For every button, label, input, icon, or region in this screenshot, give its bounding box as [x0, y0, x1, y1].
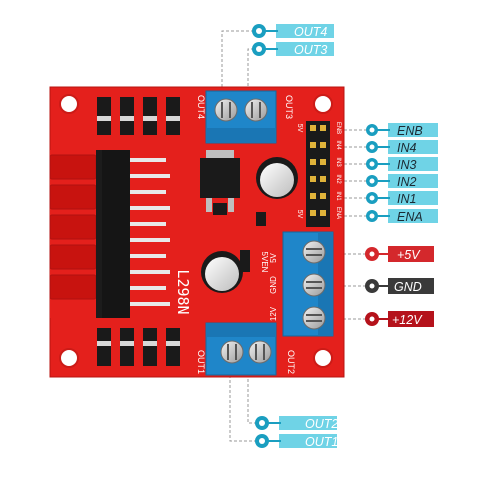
pin-label-in3: IN3: [397, 158, 417, 172]
mounting-holes: [59, 94, 333, 368]
pin-label-plus12v: +12V: [392, 313, 423, 327]
silk-in1: IN1: [335, 191, 341, 201]
pin-label-enb: ENB: [397, 124, 423, 138]
pin-label-in2: IN2: [397, 175, 417, 189]
pin-tag-in2: IN2: [366, 174, 438, 189]
screw-out4: [214, 98, 238, 122]
jumper-5ven: 5VEN: [240, 250, 269, 273]
screw-12v: [302, 306, 326, 330]
pin-tag-gnd: GND: [365, 278, 434, 294]
screw-out2: [248, 340, 272, 364]
silk-in3: IN3: [335, 157, 341, 167]
silk-ena: ENA: [335, 207, 341, 219]
terminal-bottom: OUT1 OUT2: [196, 322, 296, 376]
pin-label-in1: IN1: [397, 192, 416, 206]
silk-gnd: GND: [269, 276, 278, 294]
pin-tag-plus5v: +5V: [365, 246, 434, 262]
heatsink: [49, 150, 102, 318]
capacitor-bottom: [201, 251, 243, 293]
pin-tag-in4: IN4: [366, 140, 438, 155]
silk-out1: OUT1: [196, 350, 206, 374]
pin-label-out2: OUT2: [305, 417, 338, 431]
terminal-top: OUT4 OUT3: [196, 90, 294, 144]
silk-12v: 12V: [269, 306, 278, 321]
pin-label-in4: IN4: [397, 141, 417, 155]
capacitor-top: [256, 157, 298, 199]
silk-in2: IN2: [335, 174, 341, 184]
pin-label-gnd: GND: [394, 280, 422, 294]
silk-5v: 5V: [269, 252, 278, 262]
chip-label: L298N: [174, 269, 192, 314]
pin-tag-enb: ENB: [366, 123, 438, 138]
silk-header-5v-bottom: 5V: [296, 210, 303, 219]
silk-enb: ENB: [335, 122, 341, 134]
l298n-chip: L298N: [102, 150, 192, 318]
pin-label-out1: OUT1: [305, 435, 338, 449]
jumper-label: 5VEN: [260, 252, 269, 273]
pin-label-out4: OUT4: [294, 25, 327, 39]
pin-tag-ena: ENA: [366, 209, 438, 224]
control-header: 5V 5V ENB IN4 IN3 IN2 IN1 ENA: [296, 121, 341, 227]
screw-gnd: [302, 273, 326, 297]
pin-tag-out2: OUT2: [255, 416, 338, 431]
voltage-regulator: [200, 150, 240, 215]
pin-tag-out4: OUT4: [252, 24, 334, 39]
pin-tag-in1: IN1: [366, 191, 438, 206]
pin-label-plus5v: +5V: [397, 248, 421, 262]
screw-out3: [244, 98, 268, 122]
silk-header-5v-top: 5V: [296, 124, 303, 133]
silk-out4: OUT4: [196, 95, 206, 119]
pin-tag-out1: OUT1: [255, 434, 338, 449]
screw-out1: [220, 340, 244, 364]
pin-tag-plus12v: +12V: [365, 311, 434, 327]
screw-5v: [302, 240, 326, 264]
pin-tag-in3: IN3: [366, 157, 438, 172]
pin-label-ena: ENA: [397, 210, 423, 224]
diodes-bottom: [97, 328, 180, 366]
terminal-power: 12V GND 5V: [269, 231, 334, 337]
pin-label-out3: OUT3: [294, 43, 327, 57]
silk-in4: IN4: [335, 140, 341, 150]
silk-out2: OUT2: [286, 350, 296, 374]
diodes-top: [97, 97, 180, 135]
smd-resistor: [256, 212, 266, 226]
pin-tag-out3: OUT3: [252, 42, 334, 57]
silk-out3: OUT3: [284, 95, 294, 119]
